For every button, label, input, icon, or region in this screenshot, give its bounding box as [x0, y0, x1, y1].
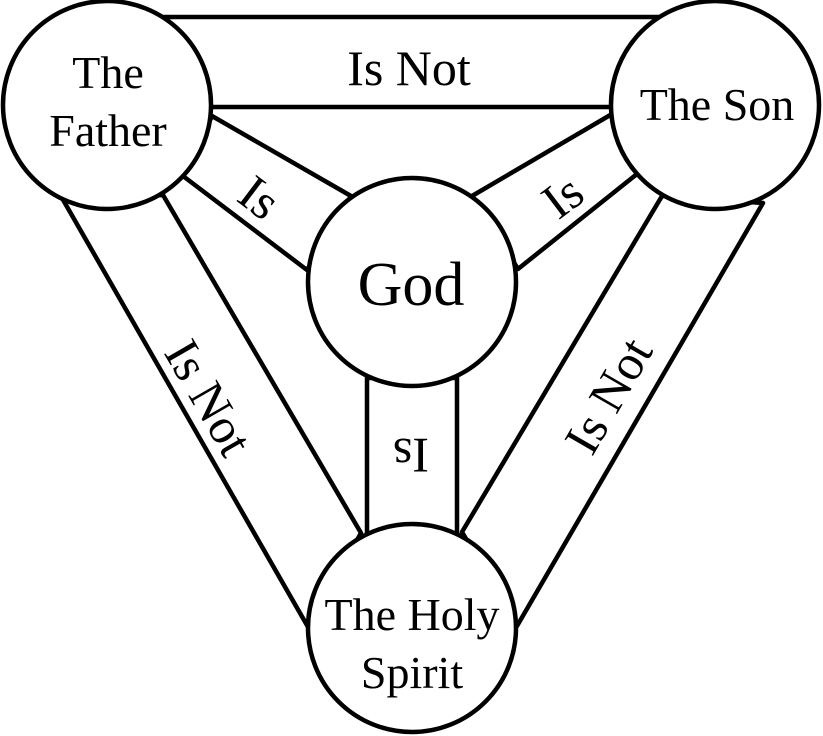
node-son	[608, 0, 822, 212]
father-label-line1: The	[72, 47, 144, 98]
spirit-label-line1: The Holy	[324, 589, 499, 640]
label-father-son: Is Not	[347, 40, 471, 96]
node-father	[0, 0, 214, 212]
son-label: The Son	[640, 79, 795, 130]
father-label-line2: Father	[49, 105, 167, 156]
node-spirit	[305, 521, 519, 735]
god-label: God	[358, 251, 465, 319]
spirit-label-line2: Spirit	[361, 647, 463, 698]
label-spirit-god: Is	[393, 428, 429, 484]
node-god	[305, 175, 519, 389]
